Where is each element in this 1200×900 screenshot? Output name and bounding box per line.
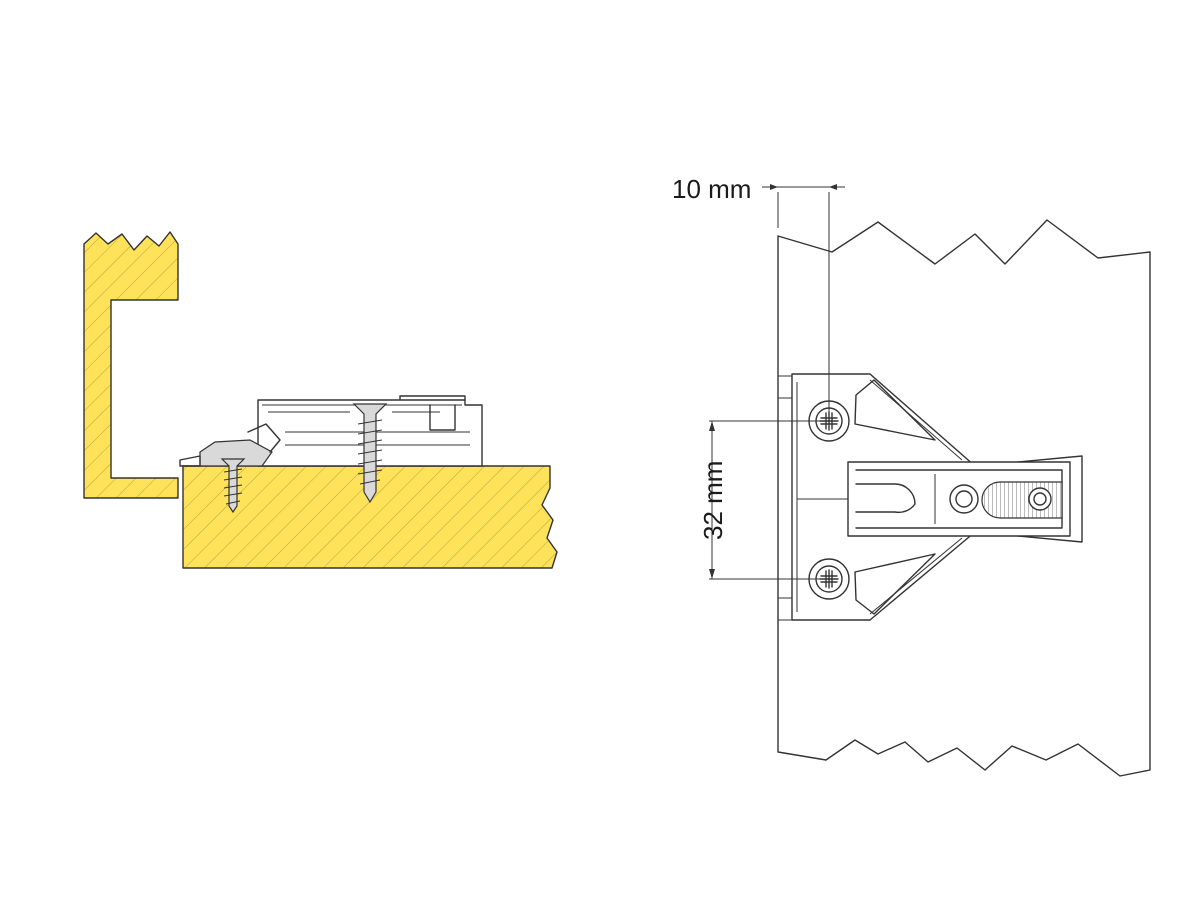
mounting-plate-section	[179, 395, 483, 467]
vertical-dimension-label: 32 mm	[698, 461, 728, 540]
mounting-plate-front	[777, 373, 1083, 621]
horizontal-dimension-label: 10 mm	[672, 174, 751, 204]
dimension-vertical: 32 mm	[698, 421, 728, 579]
dimension-horizontal: 10 mm	[672, 174, 845, 228]
screw-right-section	[352, 403, 388, 504]
front-view: 10 mm 32 mm	[672, 174, 1151, 777]
cabinet-panel-section	[182, 465, 558, 569]
screw-left-section	[220, 458, 246, 514]
section-view	[83, 231, 558, 569]
door-panel-section	[83, 231, 179, 499]
